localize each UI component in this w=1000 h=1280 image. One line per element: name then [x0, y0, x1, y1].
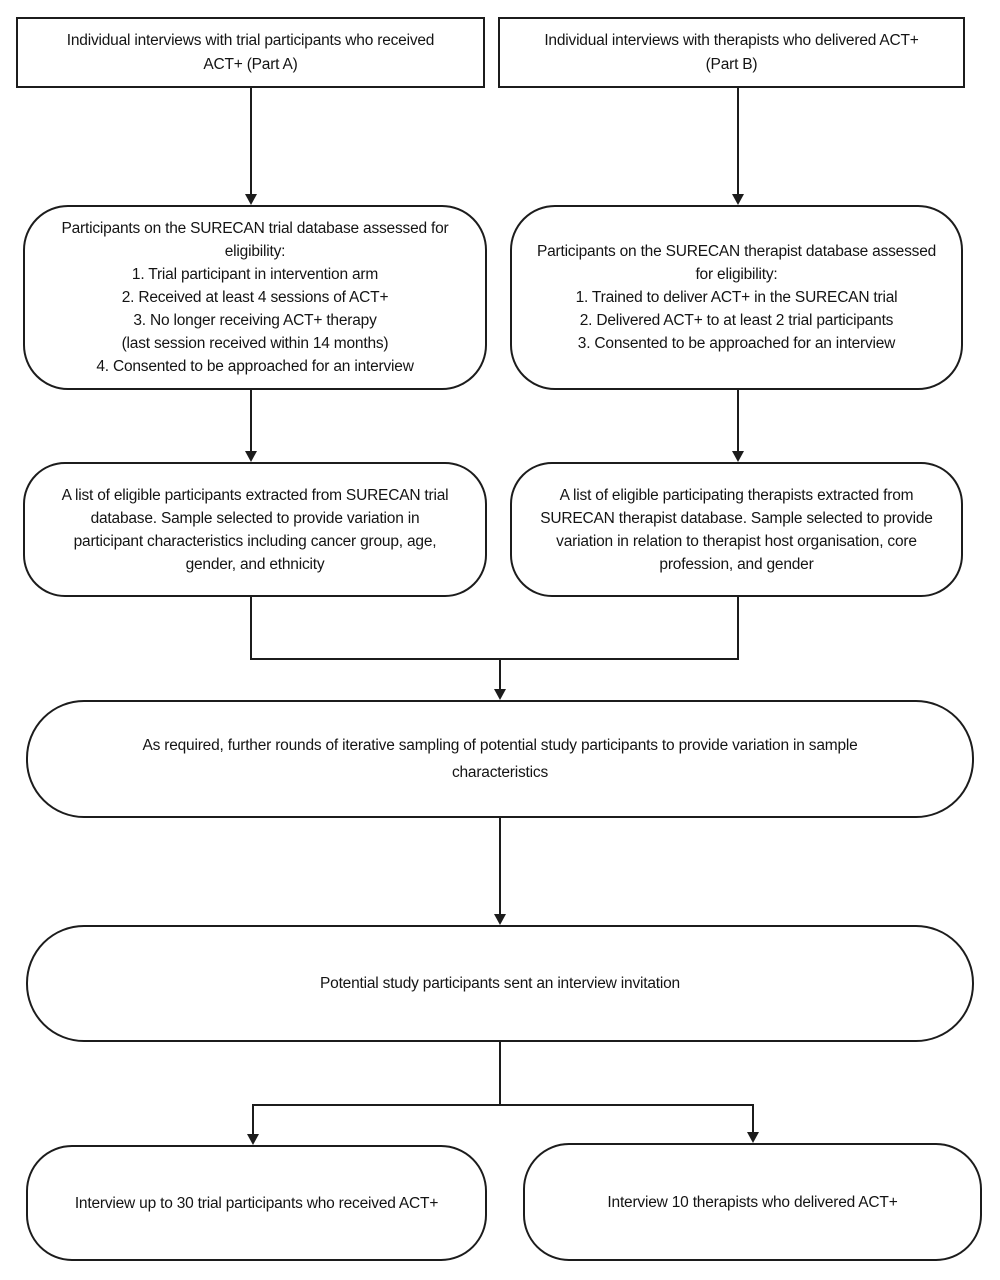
- arrowhead-b2: [732, 451, 744, 462]
- connector-b1-line: [737, 88, 739, 195]
- arrowhead-merge: [494, 689, 506, 700]
- connector-a1-line: [250, 88, 252, 195]
- part-a-header-text: Individual interviews with trial partici…: [66, 31, 435, 73]
- merge-center-line: [499, 660, 501, 689]
- part-a-sample-text: A list of eligible participants extracte…: [61, 486, 449, 573]
- split-left-line: [252, 1106, 254, 1134]
- part-a-header-box: Individual interviews with trial partici…: [16, 17, 485, 88]
- arrowhead-b1: [732, 194, 744, 205]
- part-a-interview-text: Interview up to 30 trial participants wh…: [74, 1194, 439, 1212]
- connector-b2-line: [737, 390, 739, 451]
- connector-invitation-line: [499, 818, 501, 914]
- arrowhead-a2: [245, 451, 257, 462]
- part-b-eligibility-text: Participants on the SURECAN therapist da…: [536, 243, 937, 352]
- iterative-sampling-box: As required, further rounds of iterative…: [26, 700, 974, 818]
- part-a-sample-box: A list of eligible participants extracte…: [23, 462, 487, 597]
- connector-a2-line: [250, 390, 252, 451]
- split-bar: [252, 1104, 754, 1106]
- arrowhead-split-right: [747, 1132, 759, 1143]
- merge-left-line: [250, 597, 252, 658]
- part-b-eligibility-box: Participants on the SURECAN therapist da…: [510, 205, 963, 390]
- arrowhead-a1: [245, 194, 257, 205]
- part-a-eligibility-text: Participants on the SURECAN trial databa…: [61, 220, 449, 375]
- merge-right-line: [737, 597, 739, 658]
- part-b-interview-text: Interview 10 therapists who delivered AC…: [607, 1193, 898, 1211]
- part-b-sample-box: A list of eligible participating therapi…: [510, 462, 963, 597]
- split-center-line: [499, 1042, 501, 1106]
- arrowhead-split-left: [247, 1134, 259, 1145]
- invitation-text: Potential study participants sent an int…: [320, 975, 680, 992]
- part-b-interview-box: Interview 10 therapists who delivered AC…: [523, 1143, 982, 1261]
- iterative-sampling-text: As required, further rounds of iterative…: [142, 737, 858, 781]
- part-b-sample-text: A list of eligible participating therapi…: [540, 486, 933, 573]
- part-a-interview-box: Interview up to 30 trial participants wh…: [26, 1145, 487, 1261]
- merge-bar: [250, 658, 739, 660]
- part-b-header-text: Individual interviews with therapists wh…: [544, 31, 919, 73]
- part-a-eligibility-box: Participants on the SURECAN trial databa…: [23, 205, 487, 390]
- split-right-line: [752, 1106, 754, 1133]
- invitation-box: Potential study participants sent an int…: [26, 925, 974, 1042]
- part-b-header-box: Individual interviews with therapists wh…: [498, 17, 965, 88]
- arrowhead-invitation: [494, 914, 506, 925]
